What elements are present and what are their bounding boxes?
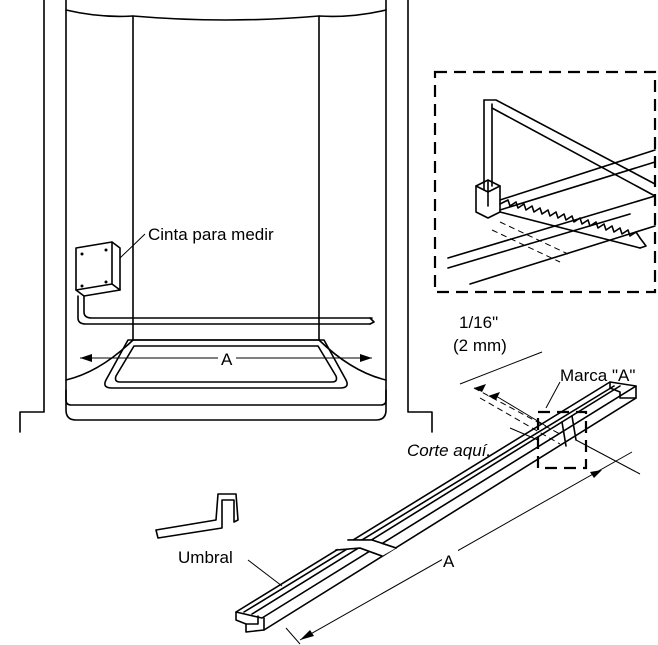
- tape-measure: [75, 233, 375, 325]
- mark-a-leader: [545, 381, 561, 409]
- mark-a-label: Marca "A": [560, 366, 635, 385]
- dimension-a-threshold: [285, 439, 641, 645]
- detail-inset: [433, 70, 657, 294]
- shower-enclosure: [19, 0, 433, 433]
- tape-measure-label: Cinta para medir: [148, 225, 274, 244]
- threshold-leader: [247, 559, 283, 587]
- threshold-profile: [155, 493, 239, 539]
- cut-offset-dimension: [459, 351, 561, 445]
- dimension-a-threshold-label: A: [443, 552, 455, 571]
- cut-here-leader: [509, 427, 539, 441]
- threshold-label: Umbral: [178, 548, 233, 567]
- threshold-bar: [235, 381, 637, 633]
- fraction-label: 1/16": [459, 313, 498, 332]
- detail-marker-box: [536, 410, 588, 470]
- metric-label: (2 mm): [453, 336, 507, 355]
- cut-here-label: Corte aquí.: [407, 441, 491, 460]
- dimension-a-enclosure: [80, 348, 372, 368]
- dimension-a-enclosure-label: A: [221, 350, 233, 369]
